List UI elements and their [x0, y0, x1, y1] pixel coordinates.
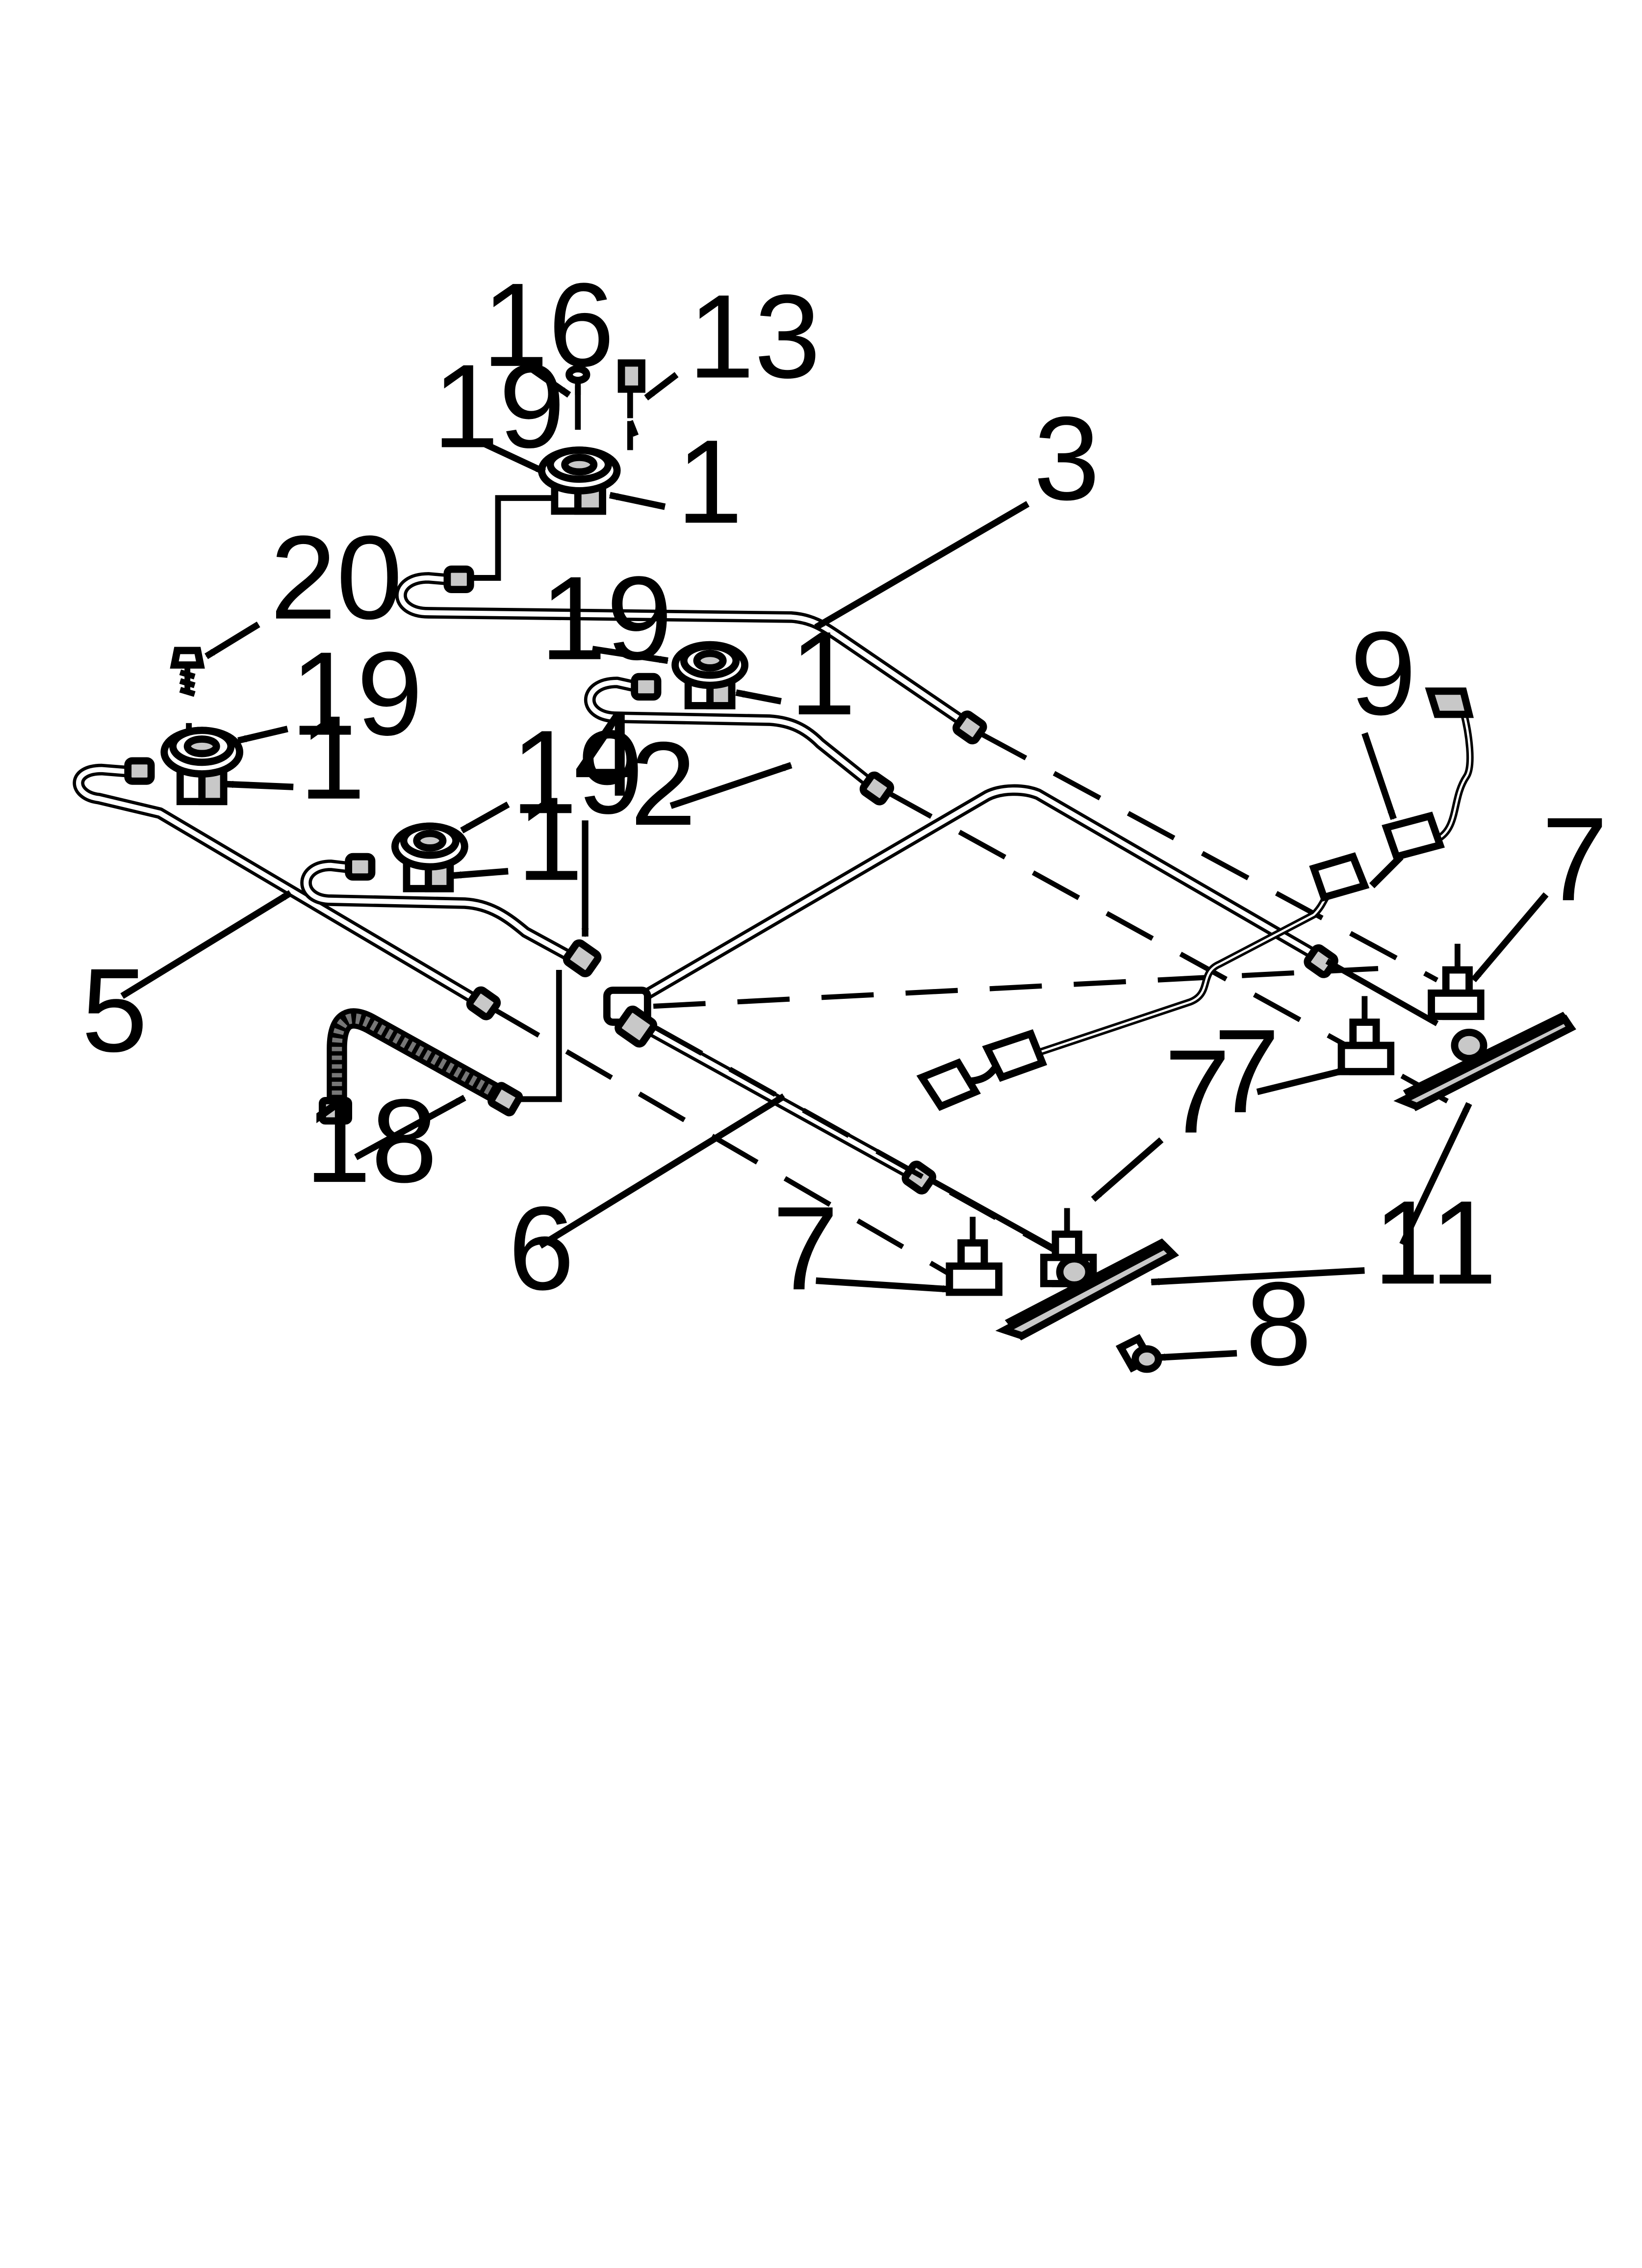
- callout-1-mid: 1: [299, 691, 365, 824]
- tube-2: [584, 677, 877, 790]
- callout-7-right: 7: [1541, 793, 1608, 926]
- callout-18: 18: [305, 1074, 437, 1207]
- crossover-tube: [633, 784, 1327, 1005]
- flex-hose-18: [318, 1008, 523, 1125]
- callout-labels: 16 13 19 1 3 20 19 1 19 1 9 19 4 1 2 7 5…: [81, 259, 1608, 1390]
- callout-20: 20: [270, 511, 403, 644]
- callout-8: 8: [1246, 1257, 1312, 1390]
- callout-6: 6: [508, 1182, 574, 1315]
- callout-7-midright: 7: [1214, 1005, 1280, 1138]
- spark-electrode-13: [617, 359, 645, 437]
- callout-3: 3: [1034, 392, 1100, 525]
- callout-1-top: 1: [677, 415, 743, 548]
- burner-top: [538, 446, 621, 515]
- callout-1-left: 1: [790, 607, 856, 740]
- callout-5: 5: [81, 944, 148, 1077]
- valve-midright: [1337, 996, 1395, 1075]
- callout-19-mid: 19: [290, 627, 423, 760]
- callout-11: 11: [1373, 1176, 1497, 1309]
- callout-7-left: 7: [772, 1182, 839, 1315]
- callout-1-front: 1: [517, 773, 583, 906]
- tube-5: [73, 763, 485, 1008]
- tube-3: [395, 572, 976, 732]
- callout-4: 4: [573, 688, 640, 821]
- callout-19-front: 19: [511, 705, 643, 838]
- callout-9: 9: [1350, 607, 1416, 740]
- callout-7-center: 7: [1164, 1025, 1231, 1158]
- burner-left: [160, 727, 244, 806]
- screw-16: [565, 365, 590, 395]
- wire-harness-9: [916, 687, 1474, 1111]
- valve-right: [1428, 943, 1485, 1020]
- callout-16: 16: [482, 259, 615, 391]
- manifold-bracket-right: [1393, 1012, 1576, 1111]
- callout-2: 2: [630, 717, 696, 850]
- callout-19-top: 19: [433, 340, 565, 473]
- burner-front: [391, 822, 468, 892]
- screw-8: [1115, 1334, 1162, 1373]
- callout-leaders: [120, 366, 1549, 1361]
- manifold-bracket-left: [995, 1238, 1179, 1341]
- valve-left: [946, 1217, 1002, 1296]
- callout-13: 13: [688, 270, 821, 403]
- burner-mid: [671, 641, 749, 709]
- screw-20: [170, 647, 205, 697]
- tube-4: [300, 860, 580, 965]
- callout-19-left: 19: [540, 552, 672, 685]
